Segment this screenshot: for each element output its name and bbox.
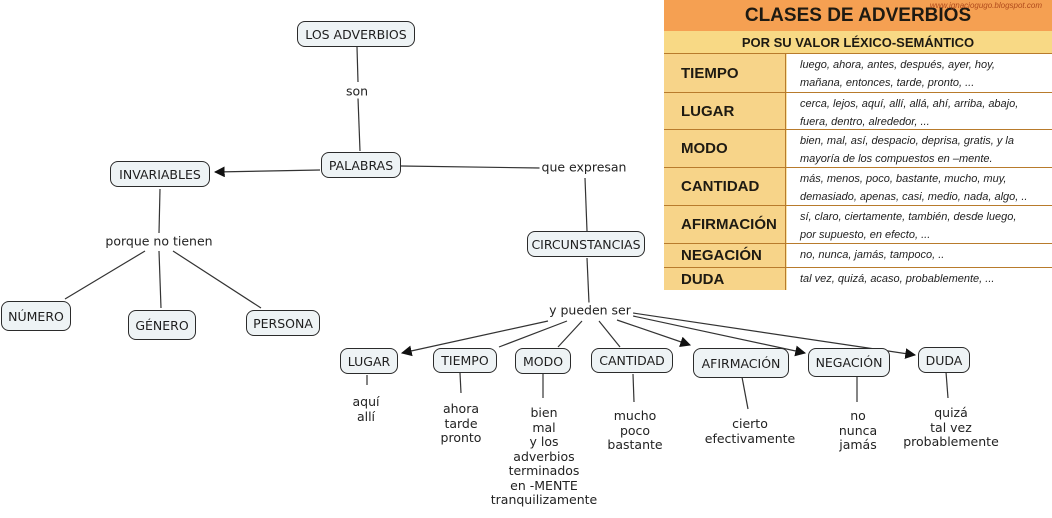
example-item: no xyxy=(850,408,866,423)
link-circunstancias-pueden xyxy=(586,257,590,304)
node-invariables[interactable]: INVARIABLES xyxy=(110,161,210,187)
example-item: poco xyxy=(619,422,651,438)
link-label-y-pueden-ser: y pueden ser xyxy=(547,302,633,318)
node-circunstancias[interactable]: CIRCUNSTANCIAS xyxy=(527,231,645,257)
example-item: quizá xyxy=(934,405,968,420)
example-item: efectivamente xyxy=(704,430,796,446)
row-category: CANTIDAD xyxy=(664,168,786,205)
node-palabras[interactable]: PALABRAS xyxy=(321,152,401,178)
node-afirmacion[interactable]: AFIRMACIÓN xyxy=(693,348,789,378)
examples-duda: quizá tal vez probablemente xyxy=(903,405,999,450)
row-examples: cerca, lejos, aquí, allí, allá, ahí, arr… xyxy=(787,93,1052,129)
node-modo[interactable]: MODO xyxy=(515,348,571,374)
example-item: en -MENTE xyxy=(510,477,578,493)
example-item: jamás xyxy=(839,437,877,452)
link-porque-genero xyxy=(158,250,162,309)
node-persona[interactable]: PERSONA xyxy=(246,310,320,336)
example-item: bien xyxy=(530,405,558,420)
row-examples: bien, mal, así, despacio, deprisa, grati… xyxy=(787,130,1052,167)
row-examples: más, menos, poco, bastante, mucho, muy,d… xyxy=(787,168,1052,205)
table-title: CLASES DE ADVERBIOS xyxy=(664,0,1052,32)
row-category: MODO xyxy=(664,130,786,167)
examples-afirmacion: cierto efectivamente xyxy=(704,416,796,446)
examples-cantidad: mucho poco bastante xyxy=(607,408,663,453)
table-subtitle: POR SU VALOR LÉXICO-SEMÁNTICO xyxy=(664,31,1052,54)
example-item: ahora xyxy=(442,401,480,416)
link-tiempo-ex xyxy=(459,372,462,394)
table-row: LUGAR cerca, lejos, aquí, allí, allá, ah… xyxy=(664,93,1052,130)
row-category: NEGACIÓN xyxy=(664,244,786,267)
example-item: mucho xyxy=(613,408,657,423)
example-item: cierto xyxy=(732,416,768,431)
link-pueden-negacion xyxy=(632,315,807,357)
link-porque-numero xyxy=(64,250,146,300)
link-pueden-modo xyxy=(557,320,583,348)
link-invariables-porque xyxy=(158,188,161,234)
example-item: allí xyxy=(356,408,376,424)
link-pueden-lugar xyxy=(400,320,549,357)
node-lugar[interactable]: LUGAR xyxy=(340,348,398,374)
row-category: DUDA xyxy=(664,268,786,290)
node-los-adverbios[interactable]: LOS ADVERBIOS xyxy=(297,21,415,47)
link-afirmacion-ex xyxy=(741,376,749,410)
watermark: www.ignaciogugo.blogspot.com xyxy=(929,1,1042,10)
example-item: y los xyxy=(529,434,559,449)
link-label-son: son xyxy=(343,83,371,99)
link-label-que-expresan: que expresan xyxy=(539,159,629,175)
node-tiempo[interactable]: TIEMPO xyxy=(433,348,497,373)
example-item: mal xyxy=(532,419,556,435)
example-item: tal vez xyxy=(930,419,972,435)
example-item: terminados xyxy=(508,463,580,478)
examples-negacion: no nunca jamás xyxy=(838,408,878,453)
link-expresan-circunstancias xyxy=(584,177,588,232)
table-row: NEGACIÓN no, nunca, jamás, tampoco, .. xyxy=(664,244,1052,268)
row-category: TIEMPO xyxy=(664,54,786,92)
examples-lugar: aquí allí xyxy=(352,394,380,424)
link-label-porque-no-tienen: porque no tienen xyxy=(103,233,215,249)
example-item: aquí xyxy=(352,394,380,409)
node-negacion[interactable]: NEGACIÓN xyxy=(808,348,890,377)
table-row: MODO bien, mal, así, despacio, deprisa, … xyxy=(664,130,1052,168)
link-palabras-expresan xyxy=(400,165,541,169)
row-examples: no, nunca, jamás, tampoco, .. xyxy=(787,244,1052,267)
example-item: adverbios xyxy=(513,448,575,464)
link-duda-ex xyxy=(945,371,949,399)
example-item: tranquilizamente xyxy=(490,492,598,507)
link-pueden-cantidad xyxy=(598,320,621,348)
row-examples: sí, claro, ciertamente, también, desde l… xyxy=(787,206,1052,243)
example-item: probablemente xyxy=(903,434,999,449)
link-palabras-invariables xyxy=(213,166,321,178)
link-porque-persona xyxy=(172,250,262,309)
link-son-palabras xyxy=(357,97,361,152)
row-category: LUGAR xyxy=(664,93,786,129)
table-row: DUDA tal vez, quizá, acaso, probablement… xyxy=(664,268,1052,290)
table-row: AFIRMACIÓN sí, claro, ciertamente, tambi… xyxy=(664,206,1052,244)
row-examples: tal vez, quizá, acaso, probablemente, ..… xyxy=(787,268,1052,290)
row-examples: luego, ahora, antes, después, ayer, hoy,… xyxy=(787,54,1052,92)
example-item: pronto xyxy=(440,430,482,445)
adverb-classes-table: CLASES DE ADVERBIOS www.ignaciogugo.blog… xyxy=(664,0,1052,290)
examples-modo: bien mal y los adverbios terminados en -… xyxy=(490,405,598,508)
link-pueden-tiempo xyxy=(498,320,568,348)
example-item: bastante xyxy=(607,437,663,452)
link-cantidad-ex xyxy=(632,373,635,403)
table-row: TIEMPO luego, ahora, antes, después, aye… xyxy=(664,54,1052,93)
node-numero[interactable]: NÚMERO xyxy=(1,301,71,331)
node-cantidad[interactable]: CANTIDAD xyxy=(591,348,673,373)
example-item: tarde xyxy=(444,415,478,431)
link-adverbios-son xyxy=(356,46,359,83)
example-item: nunca xyxy=(838,422,878,438)
node-duda[interactable]: DUDA xyxy=(918,347,970,373)
table-row: CANTIDAD más, menos, poco, bastante, muc… xyxy=(664,168,1052,206)
examples-tiempo: ahora tarde pronto xyxy=(440,401,482,446)
row-category: AFIRMACIÓN xyxy=(664,206,786,243)
link-pueden-afirmacion xyxy=(616,319,692,347)
node-genero[interactable]: GÉNERO xyxy=(128,310,196,340)
